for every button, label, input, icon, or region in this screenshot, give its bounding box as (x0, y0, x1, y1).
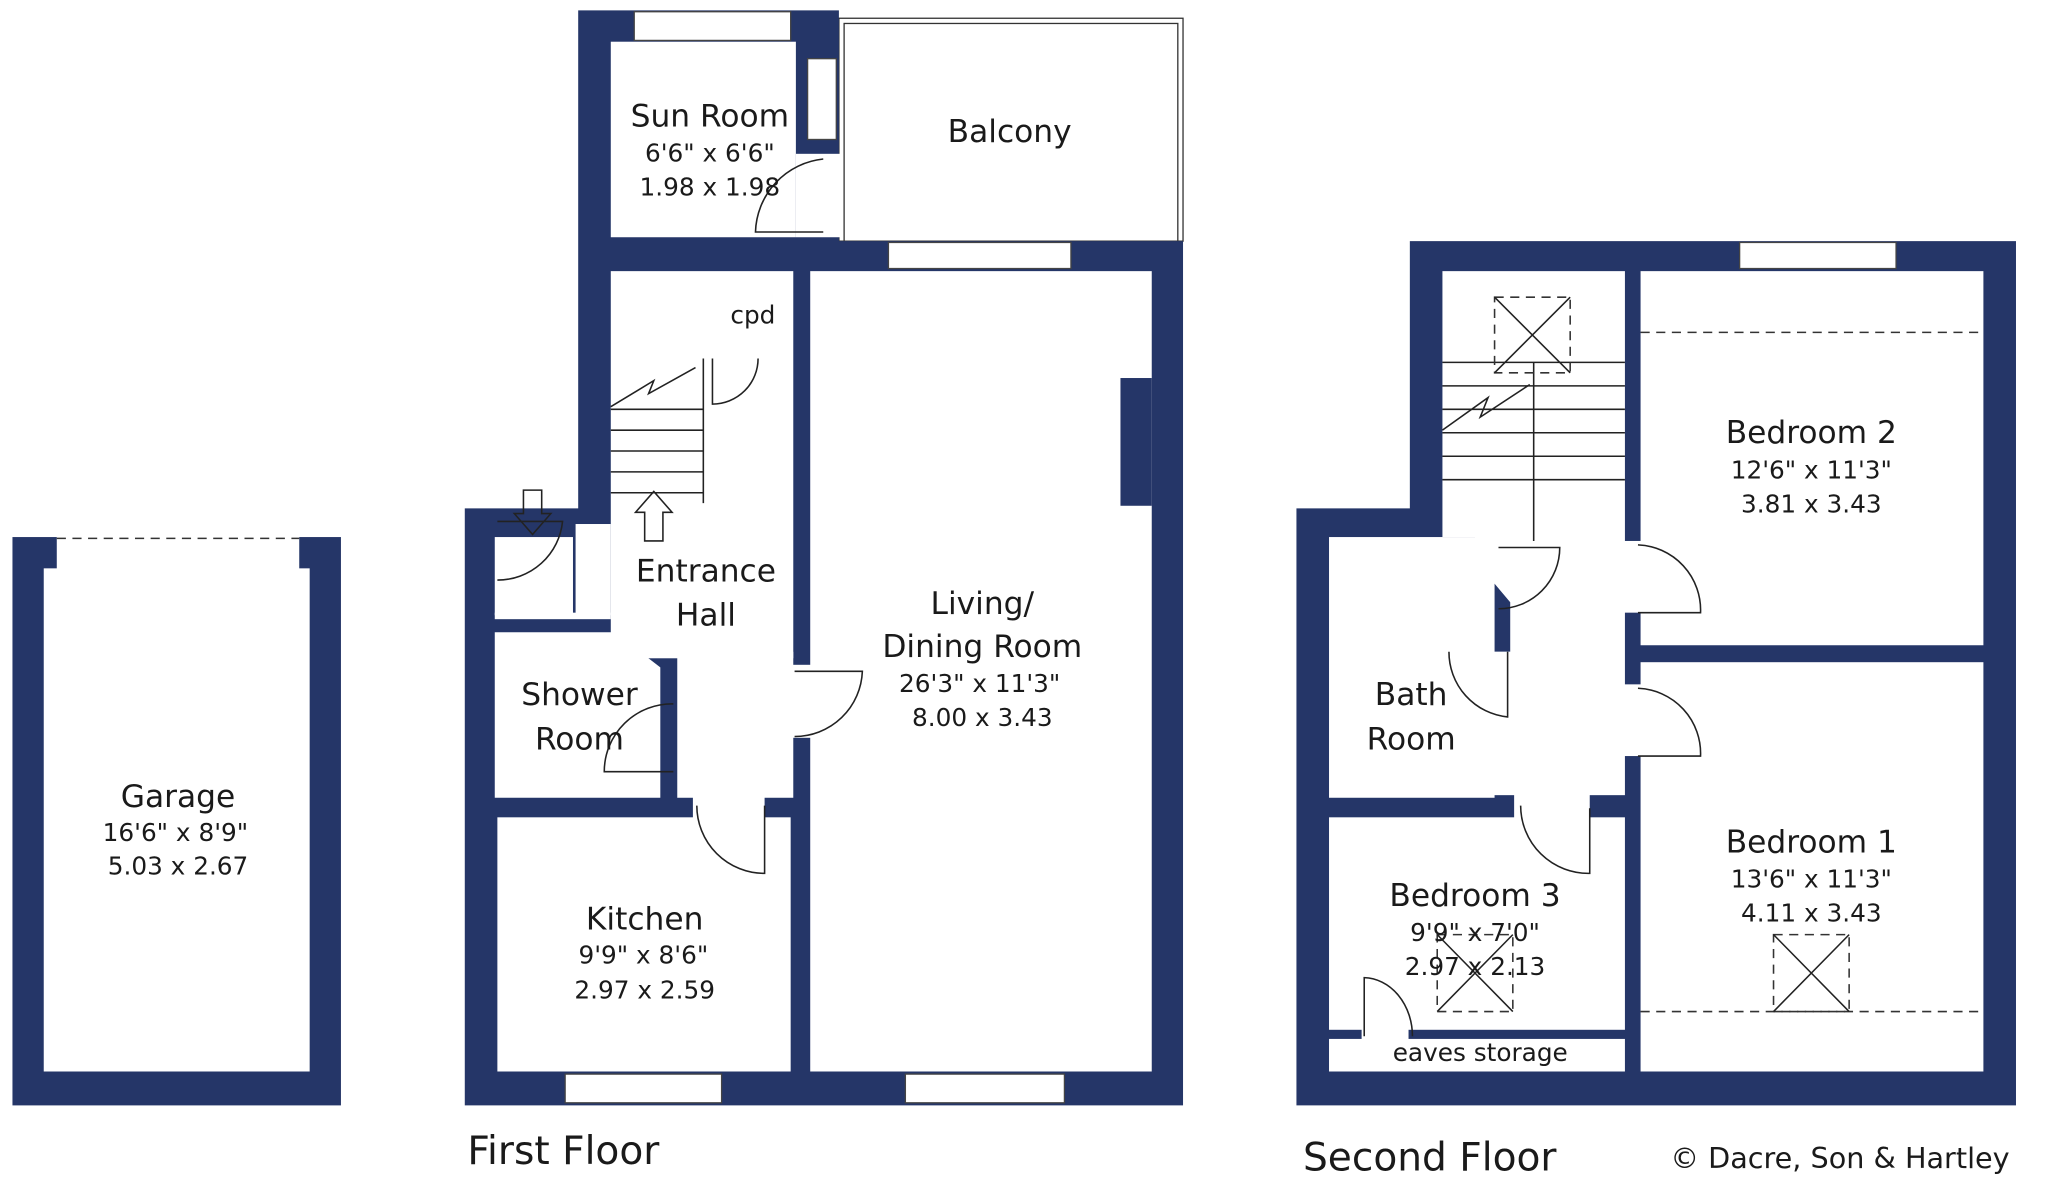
bedroom-2-imperial: 12'6" x 11'3" (1731, 455, 1892, 484)
bedroom-1-metric: 4.11 x 3.43 (1741, 899, 1882, 928)
first-floor-title: First Floor (467, 1129, 660, 1174)
bedroom-2-door[interactable] (1637, 544, 1702, 614)
window (904, 1073, 1066, 1104)
staircase (610, 358, 705, 504)
landing-cupboard-door[interactable] (1498, 546, 1561, 610)
first-floor-plan: Sun Room 6'6" x 6'6" 1.98 x 1.98 Balcony… (464, 10, 1184, 1174)
eaves-door[interactable] (1363, 976, 1414, 1037)
window (1738, 241, 1897, 270)
eaves-storage-label: eaves storage (1393, 1038, 1568, 1067)
living-dining-room (810, 271, 1152, 1072)
shower-room (494, 632, 661, 798)
balcony-door[interactable] (754, 158, 824, 233)
window (633, 11, 792, 42)
kitchen-label: Kitchen (586, 901, 704, 937)
balcony-outline (838, 17, 1184, 242)
garage: Garage 16'6" x 8'9" 5.03 x 2.67 (12, 534, 341, 1106)
bedroom-3-imperial: 9'9" x 7'0" (1410, 918, 1540, 947)
copyright: © Dacre, Son & Hartley (1670, 1141, 2009, 1175)
bedroom-1 (1640, 662, 1984, 1072)
kitchen-metric: 2.97 x 2.59 (574, 976, 715, 1005)
garage-metric: 5.03 x 2.67 (108, 852, 249, 881)
cpd-label: cpd (730, 300, 775, 329)
shower-label-2: Room (535, 722, 624, 758)
sliding-door (887, 241, 1072, 270)
kitchen-imperial: 9'9" x 8'6" (578, 940, 708, 969)
bath-room (1329, 537, 1495, 798)
bedroom-3 (1329, 817, 1625, 1030)
window (806, 58, 837, 141)
second-floor-plan: Bedroom 2 12'6" x 11'3" 3.81 x 3.43 Bath… (1296, 241, 2016, 1181)
skylight (1772, 933, 1850, 1013)
sun-room-imperial: 6'6" x 6'6" (645, 139, 775, 168)
window (564, 1073, 723, 1104)
bedroom-2 (1640, 271, 1984, 646)
cpd-door[interactable] (711, 358, 759, 405)
entrance-hall-label-2: Hall (676, 598, 736, 634)
front-door[interactable] (497, 520, 564, 581)
bedroom-2-metric: 3.81 x 3.43 (1741, 489, 1882, 518)
bedroom-1-door[interactable] (1637, 687, 1702, 757)
eaves-storage (1329, 1038, 1625, 1072)
entrance-hall-label: Entrance (636, 553, 776, 589)
bath-door[interactable] (1448, 651, 1509, 718)
bedroom-3-label: Bedroom 3 (1389, 878, 1560, 914)
second-floor-title: Second Floor (1303, 1136, 1557, 1181)
staircase (1441, 361, 1625, 541)
bedroom-2-label: Bedroom 2 (1726, 415, 1897, 451)
living-imperial: 26'3" x 11'3" (899, 669, 1060, 698)
chimney-breast (1120, 378, 1152, 506)
shower-label: Shower (521, 677, 638, 713)
garage-label: Garage (121, 779, 235, 815)
bath-label-2: Room (1367, 722, 1456, 758)
living-metric: 8.00 x 3.43 (912, 703, 1053, 732)
skylight (1436, 933, 1514, 1013)
entrance-hall (610, 271, 794, 659)
sun-room-label: Sun Room (631, 98, 789, 134)
living-label: Living/ (931, 586, 1035, 622)
living-label-2: Dining Room (882, 629, 1082, 665)
kitchen-door[interactable] (696, 805, 766, 875)
bath-label: Bath (1375, 677, 1448, 713)
living-door[interactable] (794, 670, 864, 738)
balcony-label: Balcony (948, 114, 1072, 150)
shower-door[interactable] (603, 703, 674, 773)
bedroom-3-door[interactable] (1519, 805, 1591, 875)
bedroom-3-metric: 2.97 x 2.13 (1405, 952, 1546, 981)
sun-room-metric: 1.98 x 1.98 (640, 173, 781, 202)
arrow-down-icon (512, 489, 553, 536)
kitchen (497, 817, 791, 1072)
skylight (1493, 296, 1571, 374)
arrow-up-icon (633, 490, 674, 542)
bedroom-1-imperial: 13'6" x 11'3" (1731, 865, 1892, 894)
sun-room (610, 41, 796, 238)
bedroom-1-label: Bedroom 1 (1726, 825, 1897, 861)
garage-imperial: 16'6" x 8'9" (103, 818, 249, 847)
